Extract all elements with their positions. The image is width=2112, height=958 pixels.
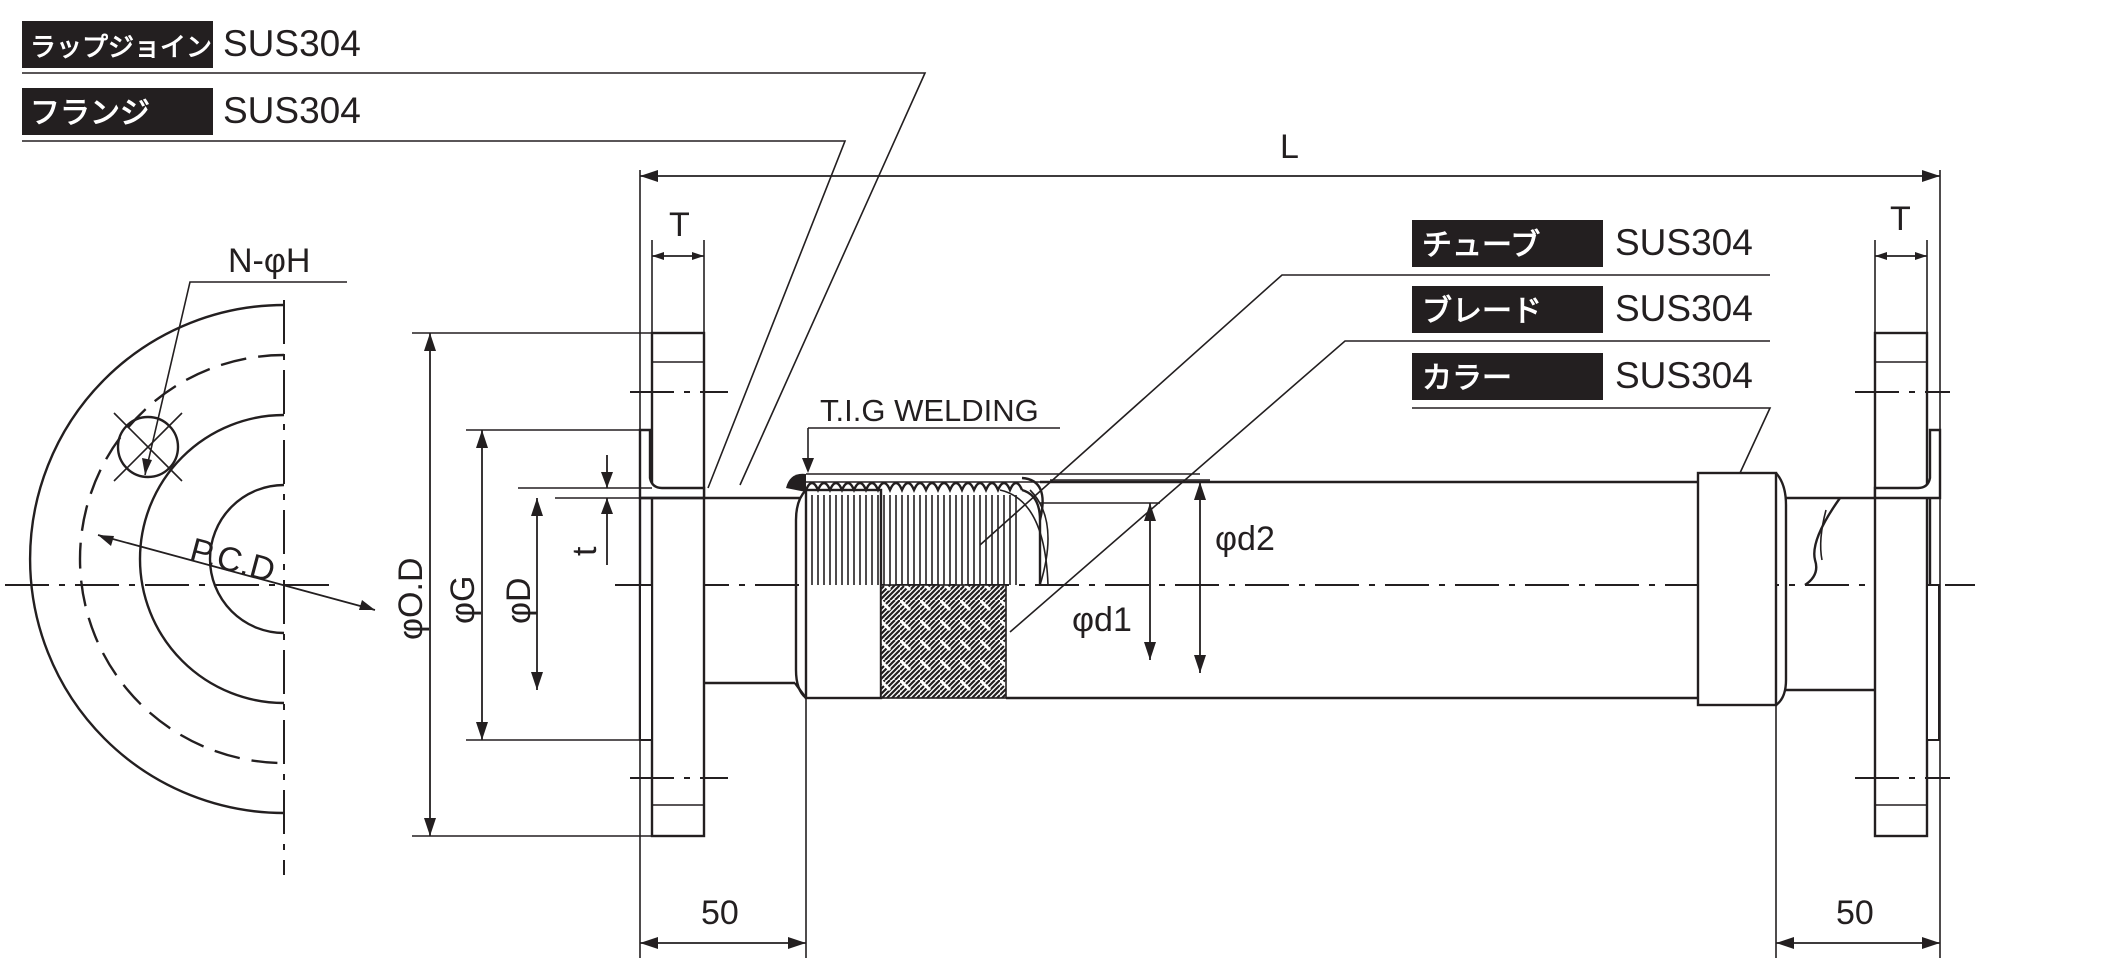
braid-name: ブレード	[1422, 294, 1542, 329]
dim-g: φG	[444, 576, 482, 625]
corrugated-tube	[804, 476, 1049, 699]
label-collar: カラー SUS304	[1412, 353, 1753, 400]
leader-lines	[22, 72, 1772, 633]
dim-t-right: T	[1890, 200, 1911, 238]
collar-name: カラー	[1422, 361, 1512, 396]
braid-material: SUS304	[1615, 288, 1753, 329]
right-collar	[1696, 471, 1778, 707]
right-flange	[1873, 331, 1929, 838]
dim-d2: φd2	[1215, 520, 1275, 558]
collar-material: SUS304	[1615, 355, 1753, 396]
braid-section	[880, 584, 1007, 699]
lap-joint-name: ラップジョイント	[30, 33, 238, 63]
flange-material: SUS304	[223, 90, 361, 131]
tube-name: チューブ	[1422, 228, 1540, 263]
label-flange: フランジ SUS304	[22, 88, 361, 135]
lap-joint-stub	[638, 428, 706, 500]
weld-note: T.I.G WELDING	[820, 393, 1039, 428]
label-tube: チューブ SUS304	[1412, 220, 1753, 267]
dim-d1: φd1	[1072, 601, 1132, 639]
hose-side-view	[615, 331, 1975, 838]
dim-pcd: P.C.D	[186, 531, 279, 590]
right-lap-joint-stub	[1873, 428, 1942, 500]
dim-t-wall: t	[566, 546, 604, 556]
dim-t-left: T	[669, 206, 690, 244]
dim-50-left: 50	[701, 894, 739, 932]
lap-joint-material: SUS304	[223, 23, 361, 64]
flange-front-view	[5, 281, 376, 875]
dim-overall-length: L	[1280, 128, 1299, 166]
dimension-lines	[412, 170, 1941, 958]
label-lap-joint: ラップジョイント SUS304	[22, 21, 361, 68]
label-braid: ブレード SUS304	[1412, 286, 1753, 333]
left-flange	[650, 331, 706, 838]
dim-od: φO.D	[392, 558, 430, 641]
dim-bolt-holes: N-φH	[228, 242, 310, 280]
flange-name: フランジ	[30, 96, 150, 131]
tube-material: SUS304	[1615, 222, 1753, 263]
dim-50-right: 50	[1836, 894, 1874, 932]
dim-d: φD	[500, 577, 538, 624]
